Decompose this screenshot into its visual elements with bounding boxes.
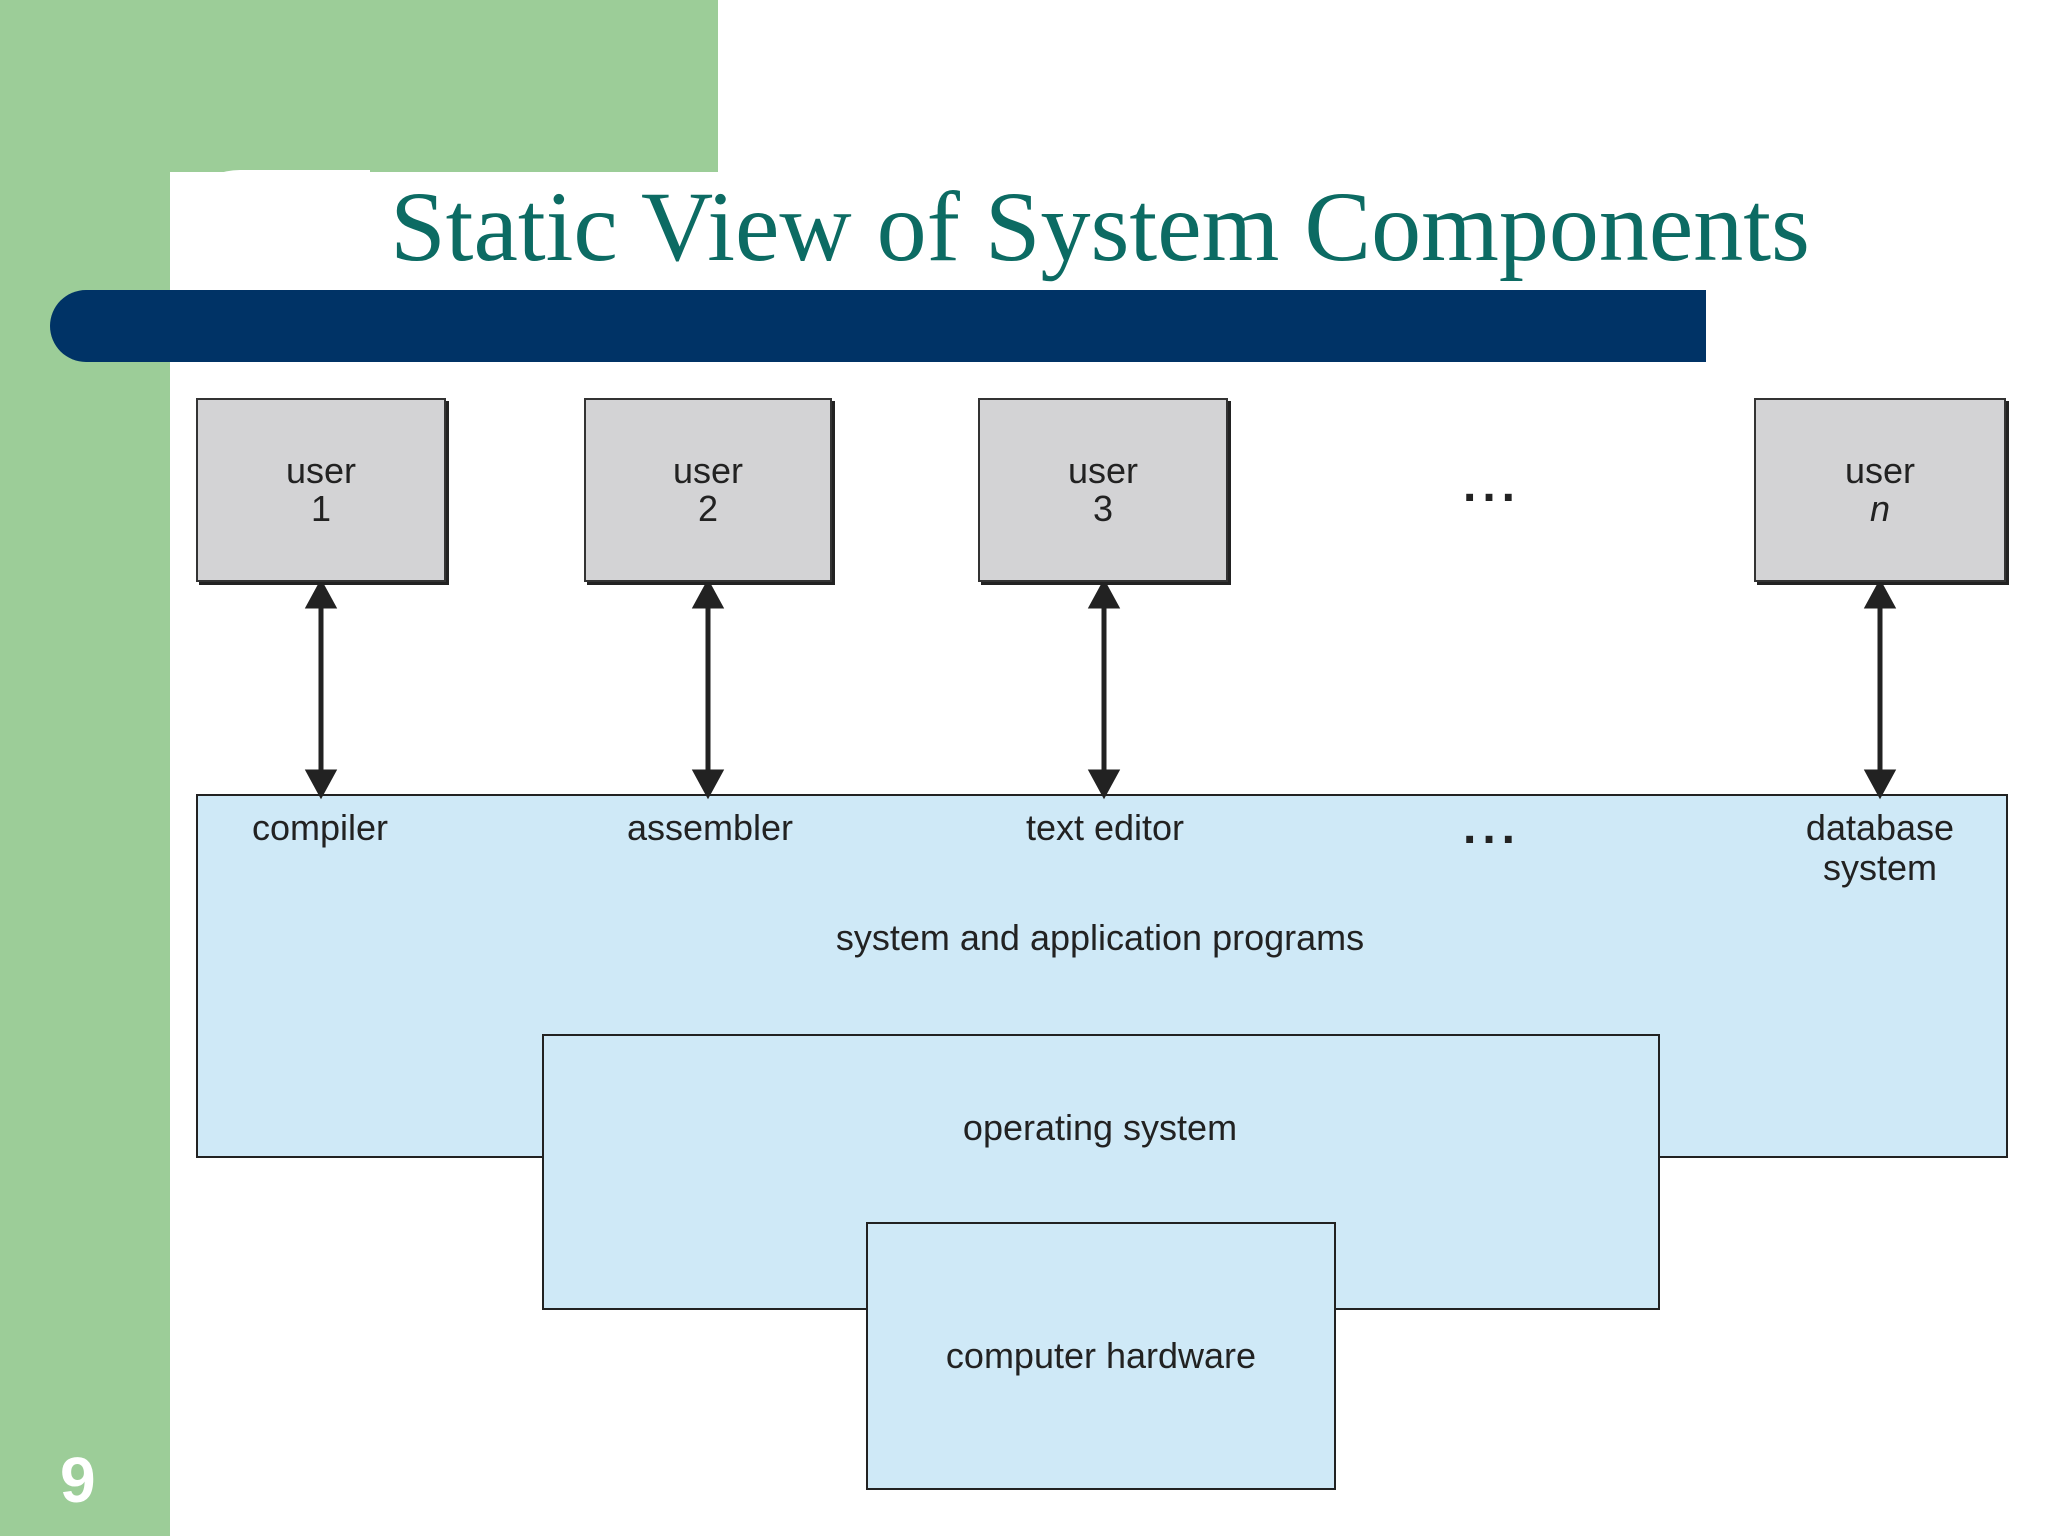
arrow-down-head-2 bbox=[691, 769, 725, 800]
title-underline-bar bbox=[50, 290, 1706, 362]
program-assembler: assembler bbox=[626, 807, 794, 848]
green-panel-left bbox=[0, 0, 170, 1536]
user-ellipsis: ... bbox=[1462, 459, 1521, 512]
user-label: user bbox=[285, 450, 357, 491]
program-database-system: database system bbox=[1805, 807, 1955, 888]
slide-title: Static View of System Components bbox=[390, 171, 1810, 282]
arrow-down-head-1 bbox=[304, 769, 338, 800]
arrow-down-head-3 bbox=[1087, 769, 1121, 800]
arrow-up-head-1 bbox=[304, 578, 338, 609]
user-label: user bbox=[1844, 450, 1916, 491]
user-box-2: user 2 bbox=[584, 398, 832, 582]
operating-system-label: operating system bbox=[962, 1107, 1238, 1148]
system-programs-label: system and application programs bbox=[835, 917, 1365, 958]
user-index: 1 bbox=[310, 488, 332, 529]
arrow-up-head-2 bbox=[691, 578, 725, 609]
program-text-editor: text editor bbox=[1025, 807, 1185, 848]
arrow-up-head-3 bbox=[1087, 578, 1121, 609]
layer-joint bbox=[544, 1152, 1658, 1162]
user-box-3: user 3 bbox=[978, 398, 1228, 582]
user-index: n bbox=[1869, 488, 1891, 529]
user-index: 3 bbox=[1092, 488, 1114, 529]
user-index: 2 bbox=[697, 488, 719, 529]
user-label: user bbox=[1067, 450, 1139, 491]
user-box-n: user n bbox=[1754, 398, 2006, 582]
arrow-up-head-n bbox=[1863, 578, 1897, 609]
user-box-1: user 1 bbox=[196, 398, 446, 582]
programs-ellipsis: ... bbox=[1462, 801, 1521, 854]
arrow-down-head-n bbox=[1863, 769, 1897, 800]
slide-number: 9 bbox=[60, 1444, 96, 1516]
user-label: user bbox=[672, 450, 744, 491]
program-compiler: compiler bbox=[251, 807, 389, 848]
hardware-layer bbox=[866, 1222, 1336, 1490]
layer-joint bbox=[868, 1304, 1334, 1314]
hardware-label: computer hardware bbox=[945, 1335, 1257, 1376]
